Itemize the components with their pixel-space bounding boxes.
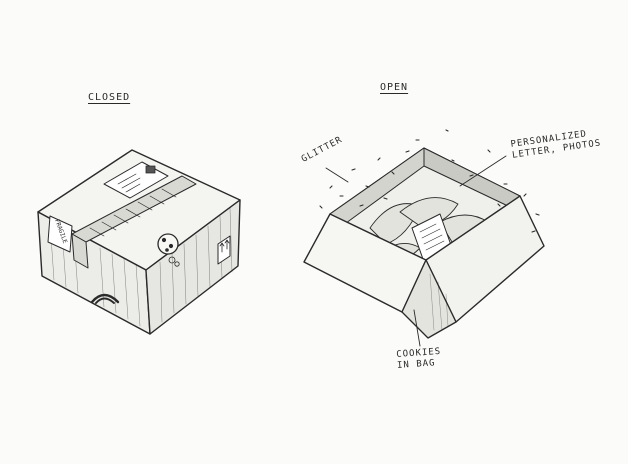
shipping-label-stamp <box>146 166 155 173</box>
open-box <box>304 130 544 346</box>
closed-box: FRAGILE <box>38 150 240 334</box>
glitter-pointer <box>326 168 348 182</box>
